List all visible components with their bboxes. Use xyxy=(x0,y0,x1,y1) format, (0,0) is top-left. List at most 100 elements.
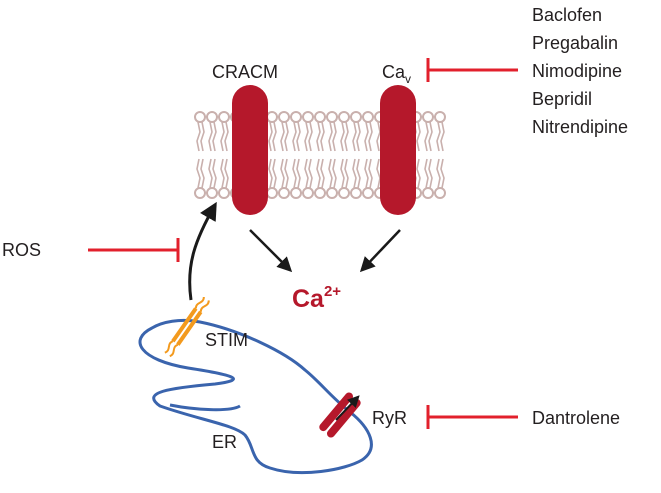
lipid-tail xyxy=(304,158,309,189)
lipid-tail xyxy=(328,158,333,189)
cracm-label: CRACM xyxy=(212,62,278,82)
lipid-tail xyxy=(428,121,433,152)
lipid-head xyxy=(278,187,290,199)
lipid-tail xyxy=(292,158,297,189)
lipid-head xyxy=(422,111,434,123)
lipid-tail xyxy=(424,158,429,189)
lipid-tail xyxy=(436,158,441,189)
calcium-ion-main: Ca xyxy=(292,285,325,313)
ryr-label: RyR xyxy=(372,408,407,428)
lipid-tail xyxy=(316,121,321,152)
cav-label-main: Ca xyxy=(382,62,406,82)
lipid-tail xyxy=(340,121,345,152)
lipid-tail xyxy=(332,158,337,189)
cav-inhibitor-list-item: Nitrendipine xyxy=(532,117,628,137)
lipid-tail xyxy=(200,158,205,189)
lipid-tail xyxy=(316,158,321,189)
lipid-tail xyxy=(292,121,297,152)
ros-label: ROS xyxy=(2,240,41,260)
er-label: ER xyxy=(212,432,237,452)
lipid-tail xyxy=(208,158,213,189)
lipid-head xyxy=(326,187,338,199)
ryr-release-arrow xyxy=(335,395,360,421)
lipid-tail xyxy=(356,158,361,189)
lipid-tail xyxy=(352,158,357,189)
cav-channel xyxy=(380,85,416,215)
lipid-head xyxy=(302,187,314,199)
lipid-tail xyxy=(220,158,225,189)
lipid-tail xyxy=(376,158,381,189)
lipid-head xyxy=(338,187,350,199)
lipid-head xyxy=(434,187,446,199)
lipid-tail xyxy=(284,158,289,189)
lipid-head xyxy=(278,111,290,123)
er-outline xyxy=(138,318,373,475)
lipid-tail xyxy=(376,121,381,152)
lipid-tail xyxy=(352,121,357,152)
lipid-tail xyxy=(296,121,301,152)
calcium-ion-label: Ca2+ xyxy=(292,283,341,313)
lipid-tail xyxy=(320,158,325,189)
lipid-tail xyxy=(212,121,217,152)
lipid-tail xyxy=(196,121,201,152)
lipid-head xyxy=(350,187,362,199)
stim-to-cracm-arrow xyxy=(188,201,217,301)
cav-inhibitor-list-item: Bepridil xyxy=(532,89,592,109)
lipid-head xyxy=(266,111,278,123)
lipid-tail xyxy=(212,158,217,189)
cracm-to-calcium-arrow xyxy=(249,229,293,273)
lipid-tail xyxy=(224,158,229,189)
lipid-tail xyxy=(428,158,433,189)
ryr-receptor xyxy=(319,392,361,438)
lipid-tail xyxy=(416,121,421,152)
lipid-tail xyxy=(368,121,373,152)
lipid-head xyxy=(266,187,278,199)
lipid-head xyxy=(338,111,350,123)
lipid-tail xyxy=(364,121,369,152)
lipid-tail xyxy=(440,158,445,189)
lipid-head xyxy=(206,111,218,123)
stim-label: STIM xyxy=(205,330,248,350)
lipid-head xyxy=(218,187,230,199)
lipid-tail xyxy=(328,121,333,152)
ryr-inhibitor-label: Dantrolene xyxy=(532,408,620,428)
lipid-tail xyxy=(320,121,325,152)
stim-protein xyxy=(164,296,210,358)
lipid-head xyxy=(314,187,326,199)
lipid-tail xyxy=(280,121,285,152)
lipid-head xyxy=(362,187,374,199)
lipid-tail xyxy=(208,121,213,152)
cav-label-subscript: v xyxy=(405,72,411,86)
lipid-head xyxy=(206,187,218,199)
lipid-tail xyxy=(440,121,445,152)
lipid-tail xyxy=(304,121,309,152)
lipid-head xyxy=(434,111,446,123)
lipid-head xyxy=(290,187,302,199)
lipid-tail xyxy=(356,121,361,152)
er-inner-fold xyxy=(169,403,241,412)
lipid-tail xyxy=(280,158,285,189)
lipid-tail xyxy=(224,121,229,152)
lipid-tail xyxy=(332,121,337,152)
cav-inhibitor-list-item: Baclofen xyxy=(532,5,602,25)
lipid-tail xyxy=(364,158,369,189)
lipid-head xyxy=(350,111,362,123)
lipid-tail xyxy=(196,158,201,189)
cracm-channel xyxy=(232,85,268,215)
lipid-head xyxy=(422,187,434,199)
lipid-head xyxy=(302,111,314,123)
lipid-tail xyxy=(268,121,273,152)
lipid-head xyxy=(314,111,326,123)
lipid-tail xyxy=(344,121,349,152)
lipid-tail xyxy=(416,158,421,189)
cav-to-calcium-arrow xyxy=(359,229,401,273)
lipid-tail xyxy=(296,158,301,189)
cav-inhibitor-list-item: Nimodipine xyxy=(532,61,622,81)
lipid-tail xyxy=(344,158,349,189)
lipid-head xyxy=(218,111,230,123)
lipid-tail xyxy=(308,121,313,152)
lipid-head xyxy=(290,111,302,123)
lipid-tail xyxy=(424,121,429,152)
lipid-tail xyxy=(284,121,289,152)
